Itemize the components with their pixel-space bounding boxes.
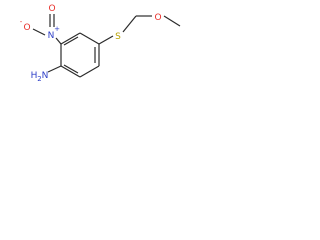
atom-amine-h: H: [31, 71, 38, 81]
ring-double-bond-c: [63, 64, 79, 74]
bond-oxygen-ch3: [163, 15, 181, 27]
atom-nitro-nitrogen: N: [48, 31, 55, 41]
benzene-ring: [60, 32, 100, 78]
ring-double-bond-b: [63, 36, 79, 46]
bond-ring-nitro: [55, 37, 62, 45]
bond-ring-sulfur: [98, 35, 114, 45]
atom-sulfur: S: [115, 32, 121, 42]
bond-sulfur-ch2: [122, 15, 137, 33]
substituent-bonds: [32, 14, 181, 73]
atom-oxygen-ether: O: [154, 13, 161, 23]
ring-bond-3: [60, 32, 81, 45]
ring-bond-6: [79, 65, 100, 78]
atom-nitro-nitrogen-charge: +: [54, 25, 60, 33]
atom-nitro-oxygen-charge: -: [20, 18, 23, 26]
atom-amine-subscript: 2: [37, 75, 41, 83]
ring-bond-5: [60, 65, 81, 78]
bond-nitro-o-single: [32, 28, 46, 36]
bond-ring-amine: [47, 65, 62, 73]
chemical-structure: O S N + O O - H 2 N: [20, 4, 181, 83]
ring-bond-2: [79, 32, 100, 45]
atom-nitro-oxygen-double: O: [48, 4, 55, 14]
atom-nitro-oxygen-single: O: [23, 23, 30, 33]
atom-amine-n: N: [42, 71, 49, 81]
